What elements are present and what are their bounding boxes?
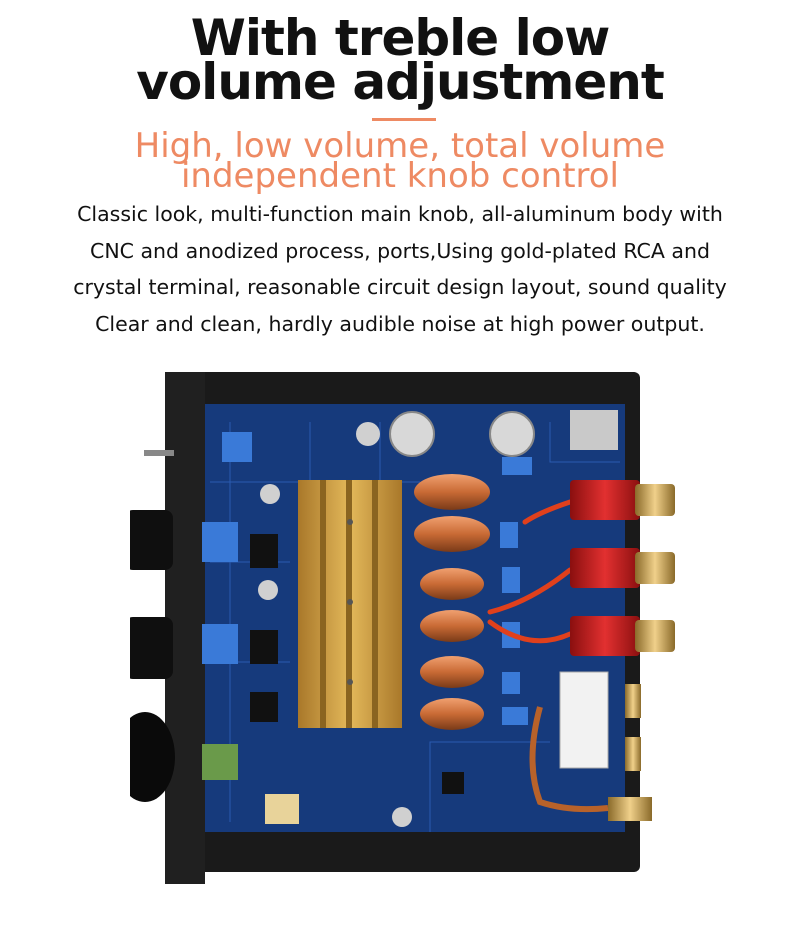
- dc-power-jack: [570, 410, 618, 450]
- film-cap-2: [500, 522, 518, 548]
- film-cap-3: [502, 567, 520, 593]
- gold-heatsink: [298, 480, 402, 728]
- rca-jacks: [625, 684, 641, 771]
- capacitor-small-2: [260, 484, 280, 504]
- subheadline-line-2: independent knob control: [180, 156, 619, 196]
- film-cap-1: [502, 457, 532, 475]
- volume-knobs: [130, 510, 175, 802]
- antenna-cable: [529, 706, 609, 813]
- film-cap-6: [502, 707, 528, 725]
- toroidal-inductors: [414, 474, 490, 730]
- description-line-2: CNC and anodized process, ports,Using go…: [90, 239, 710, 263]
- op-amp-chip-1: [250, 534, 278, 568]
- headline-line-1: With treble low: [190, 9, 611, 67]
- headline-line-2: volume adjustment: [136, 53, 665, 111]
- description-line-3: crystal terminal, reasonable circuit des…: [73, 275, 727, 299]
- treble-knob-icon: [130, 510, 173, 570]
- film-cap-5: [502, 672, 520, 694]
- description-line-1: Classic look, multi-function main knob, …: [77, 202, 723, 226]
- bass-knob-icon: [130, 617, 173, 679]
- capacitor-small-1: [356, 422, 380, 446]
- op-amp-chip-2: [250, 630, 278, 664]
- description-line-4: Clear and clean, hardly audible noise at…: [95, 312, 705, 336]
- power-switch-icon: [144, 450, 174, 456]
- main-volume-knob-icon: [130, 712, 175, 802]
- capacitor-small-3: [258, 580, 278, 600]
- bluetooth-chip: [442, 772, 464, 794]
- subheadline-line-1: High, low volume, total volume: [134, 126, 666, 166]
- antenna-connector: [608, 797, 652, 821]
- accent-divider: [372, 118, 436, 121]
- capacitor-large-2: [489, 411, 535, 457]
- pot-3: [202, 624, 238, 664]
- relay-green: [202, 744, 238, 780]
- speaker-wires: [487, 499, 573, 644]
- speaker-terminals: [570, 480, 675, 656]
- capacitor-large-1: [389, 411, 435, 457]
- op-amp-chip-3: [250, 692, 278, 722]
- amplifier-board-photo: [130, 372, 675, 884]
- crystal-oscillator: [265, 794, 299, 824]
- capacitor-small-4: [392, 807, 412, 827]
- pot-1: [222, 432, 252, 462]
- pot-2: [202, 522, 238, 562]
- white-input-connector: [559, 671, 609, 769]
- circuit-board: [205, 404, 625, 832]
